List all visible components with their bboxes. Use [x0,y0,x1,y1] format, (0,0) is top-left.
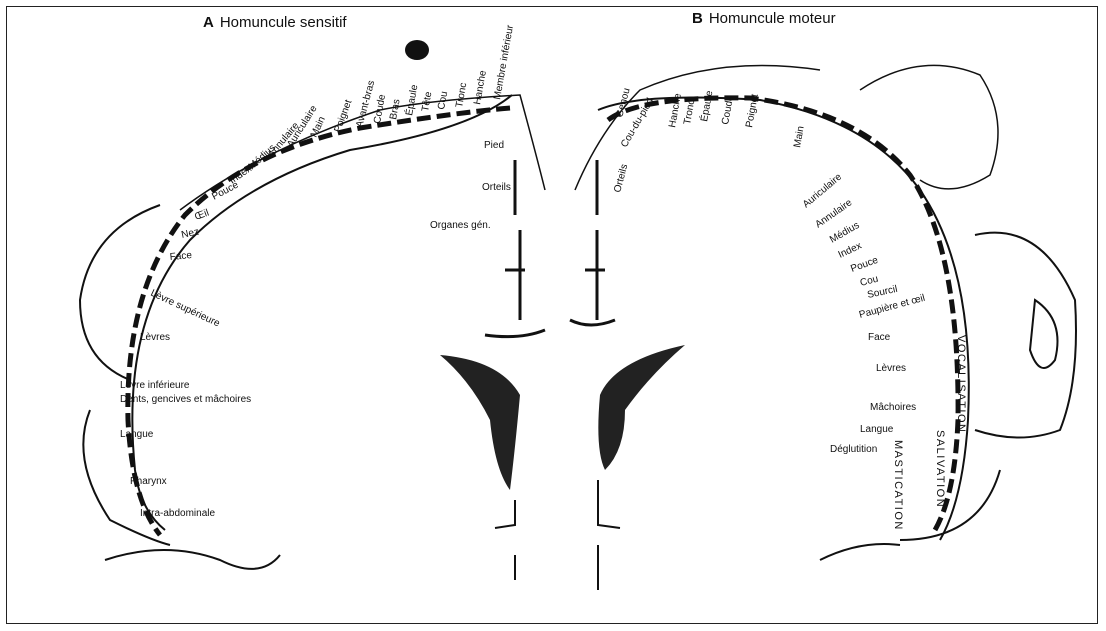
sensory-label: Hanche [472,69,489,105]
ventricle-left [440,355,520,490]
motor-label: Cou [859,274,880,289]
motor-hand-outline [860,65,998,189]
motor-label: Déglutition [830,444,877,455]
motor-label: Index [837,240,864,260]
sensory-label: Dents, gencives et mâchoires [120,394,251,405]
motor-label: Langue [860,424,894,435]
sensory-head [405,40,429,60]
sensory-label: Pouce [210,179,241,202]
motor-label: Orteils [612,163,630,194]
motor-label: Lèvres [876,363,906,374]
sensory-label: Œil [193,208,210,223]
sensory-label: Intra-abdominale [140,508,215,519]
sensory-label: Tronc [454,82,469,109]
sensory-label: Bras [388,98,402,120]
sensory-label: Lèvres [140,332,170,343]
sensory-label: Langue [120,429,154,440]
motor-body-outline [575,66,820,191]
motor-neck-bottom [820,470,1000,560]
sensory-label: Face [169,250,193,263]
sensory-label: Organes gén. [430,220,491,231]
sensory-label: Cou [436,91,450,111]
motor-label: Épaule [697,89,715,122]
sensory-label: Lèvre inférieure [120,380,190,391]
sensory-label: Pharynx [130,476,167,487]
sensory-hand-left-bottom [105,550,280,569]
lower-structures [495,480,620,590]
sensory-face-outline [80,205,170,545]
sensory-label: Tête [420,90,434,112]
motor-label: Tronc [682,99,697,126]
sensory-label: Orteils [482,182,511,193]
motor-head-outline [975,233,1076,438]
motor-label: Main [792,125,807,148]
sensory-label: Lèvre supérieure [149,288,222,330]
right-cortex-dashes [608,98,958,530]
motor-label: Pouce [849,255,880,275]
motor-function-label: MASTICATION [892,440,904,531]
sensory-label: Membre inférieur [492,24,516,101]
motor-label: Mâchoires [870,402,916,413]
sensory-label: Nez [180,226,200,240]
sensory-label: Poignet [332,98,354,134]
motor-label: Face [868,332,891,343]
motor-function-label: SALIVATION [934,430,946,508]
sensory-label: Épaule [402,83,420,116]
sensory-label: Pied [484,140,504,151]
left-cortex-dashes [128,108,510,535]
motor-label: Genou [614,87,632,119]
motor-label: Sourcil [866,284,898,301]
motor-mouth [1030,300,1058,368]
ventricle-right [598,345,685,470]
motor-function-label: VOCALISATION [955,335,967,433]
right-cortex-outline [598,98,969,540]
